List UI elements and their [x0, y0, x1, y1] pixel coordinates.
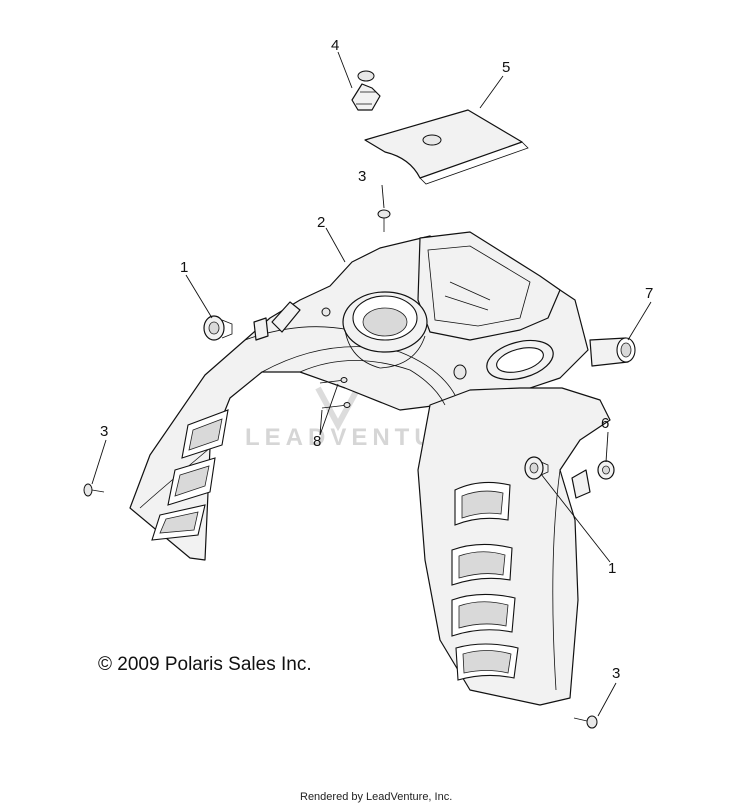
callout-1-right: 1	[608, 560, 616, 577]
copyright-text: © 2009 Polaris Sales Inc.	[98, 654, 312, 675]
part-5-cover	[364, 109, 529, 185]
callout-8: 8	[313, 433, 321, 450]
callout-2: 2	[317, 214, 325, 231]
callout-7: 7	[645, 285, 653, 302]
leader-lines	[91, 51, 652, 717]
part-4-latch	[351, 70, 381, 111]
rendered-by-text: Rendered by LeadVenture, Inc.	[300, 791, 452, 803]
callout-4: 4	[331, 37, 339, 54]
part-8-pins	[319, 377, 351, 409]
part-3-screw-bottom	[573, 715, 598, 729]
callout-5: 5	[502, 59, 510, 76]
callout-1-left: 1	[180, 259, 188, 276]
part-7-tube	[589, 337, 636, 367]
callout-3-bottom: 3	[612, 665, 620, 682]
part-2-shroud	[129, 231, 611, 706]
part-3-screw-top	[377, 209, 391, 232]
part-1-grommet-right	[524, 456, 549, 480]
callout-6: 6	[601, 415, 609, 432]
part-1-grommet-left	[203, 315, 269, 341]
part-3-screw-left	[83, 483, 105, 497]
callout-3-top: 3	[358, 168, 366, 185]
part-6-nut	[597, 460, 615, 480]
callout-3-left: 3	[100, 423, 108, 440]
